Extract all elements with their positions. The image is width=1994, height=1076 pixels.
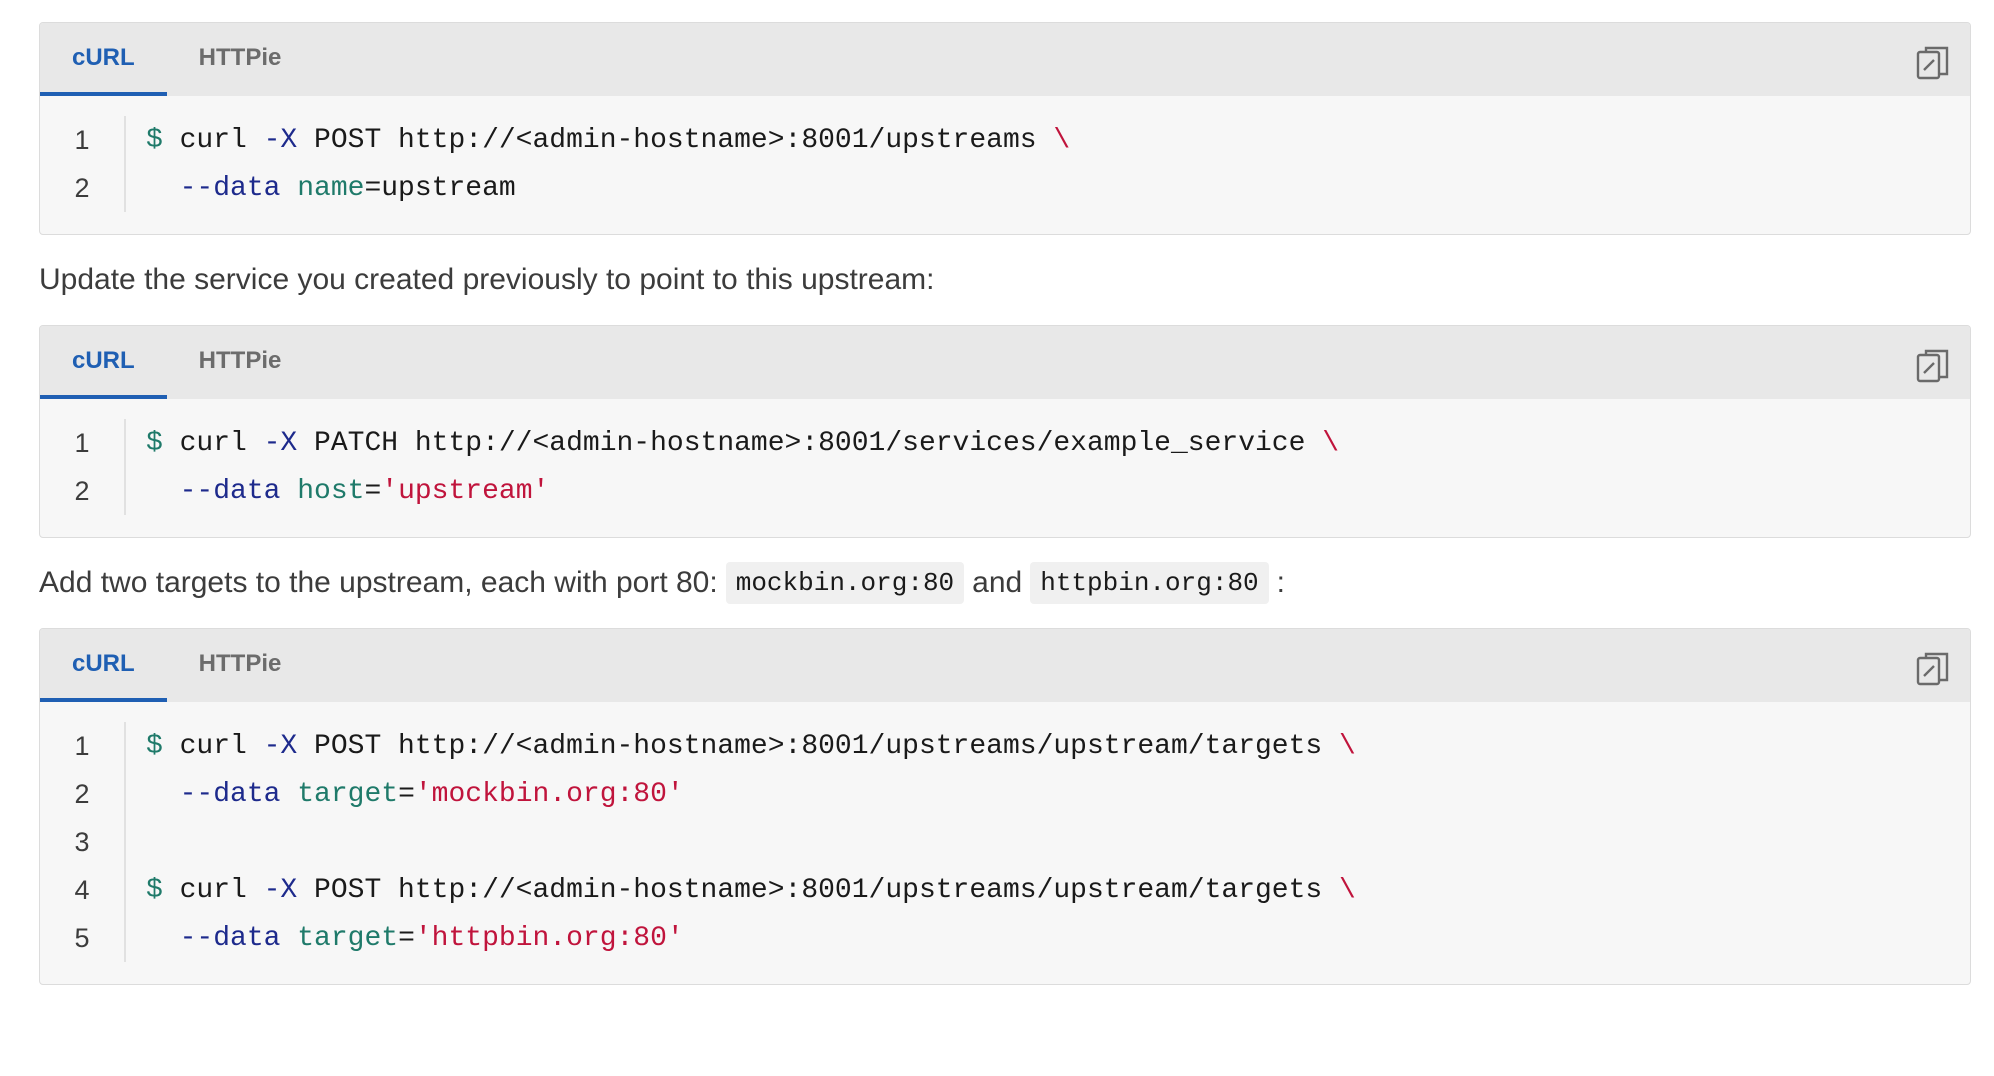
code-token-plain [146,476,180,507]
tab-curl[interactable]: cURL [40,23,167,96]
code-line: 1$ curl -X POST http://<admin-hostname>:… [40,722,1970,770]
code-text: $ curl -X PATCH http://<admin-hostname>:… [126,428,1339,459]
prose-text: : [1276,566,1285,599]
paragraph-add-targets: Add two targets to the upstream, each wi… [39,538,1971,628]
code-token-cont: \ [1322,427,1340,459]
code-token-plain: = [364,475,382,507]
code-line: 2 --data host='upstream' [40,467,1970,515]
code-token-plain: curl [179,874,264,906]
code-token-flag: -X [263,874,315,906]
tab-httpie[interactable]: HTTPie [198,346,282,374]
code-token-key: host [297,475,365,507]
code-text: --data name=upstream [126,173,516,204]
line-number: 2 [40,467,126,515]
code-token-plain: curl [179,730,264,762]
code-line: 2 --data target='mockbin.org:80' [40,770,1970,818]
code-line: 1$ curl -X PATCH http://<admin-hostname>… [40,419,1970,467]
code-token-flag: --data [179,922,298,954]
code-text: --data target='httpbin.org:80' [126,923,684,954]
code-token-flag: --data [179,778,298,810]
code-token-plain: POST http://<admin-hostname>:8001/upstre… [314,730,1340,762]
code-tab-bar: cURL HTTPie [40,23,1970,96]
code-token-cont: \ [1339,874,1356,906]
code-token-key: target [297,922,399,954]
code-block-add-targets: cURL HTTPie 1$ curl -X POST http://<admi… [39,628,1971,985]
tab-httpie[interactable]: HTTPie [198,43,282,71]
copy-icon [1916,46,1949,80]
code-token-flag: -X [263,427,315,459]
code-body: 1$ curl -X POST http://<admin-hostname>:… [40,96,1970,234]
code-token-prompt: $ [146,124,180,156]
code-token-str: 'httpbin.org:80' [414,922,684,954]
code-token-prompt: $ [146,874,180,906]
line-number: 1 [40,722,126,770]
code-text: $ curl -X POST http://<admin-hostname>:8… [126,731,1356,762]
code-line: 3 [40,818,1970,866]
code-text: --data target='mockbin.org:80' [126,779,684,810]
code-token-flag: -X [263,124,315,156]
code-token-prompt: $ [146,730,180,762]
code-token-flag: -X [263,730,315,762]
code-block-create-upstream: cURL HTTPie 1$ curl -X POST http://<admi… [39,22,1971,235]
tab-curl[interactable]: cURL [40,629,167,702]
line-number: 2 [40,164,126,212]
code-token-plain: POST http://<admin-hostname>:8001/upstre… [314,124,1054,156]
code-token-plain: = [398,922,415,954]
copy-icon [1916,652,1949,686]
code-token-plain [146,779,180,810]
code-token-plain [146,923,180,954]
code-token-plain: =upstream [364,172,516,204]
code-token-prompt: $ [146,427,180,459]
code-text: $ curl -X POST http://<admin-hostname>:8… [126,875,1356,906]
code-token-plain: = [398,778,415,810]
code-text: $ curl -X POST http://<admin-hostname>:8… [126,125,1070,156]
code-line: 2 --data name=upstream [40,164,1970,212]
code-line: 4$ curl -X POST http://<admin-hostname>:… [40,866,1970,914]
line-number: 1 [40,419,126,467]
code-line: 1$ curl -X POST http://<admin-hostname>:… [40,116,1970,164]
code-tab-bar: cURL HTTPie [40,326,1970,399]
code-token-key: target [297,778,399,810]
line-number: 2 [40,770,126,818]
line-number: 3 [40,818,126,866]
code-token-flag: --data [179,172,298,204]
code-token-plain: curl [179,427,264,459]
copy-button[interactable] [1914,346,1954,386]
prose-text: and [972,566,1023,599]
code-text: --data host='upstream' [126,475,550,507]
tab-httpie[interactable]: HTTPie [198,649,282,677]
tab-curl[interactable]: cURL [40,326,167,399]
code-token-plain: curl [179,124,264,156]
paragraph-update-service: Update the service you created previousl… [39,263,935,296]
code-token-str: 'mockbin.org:80' [414,778,684,810]
docs-content: cURL HTTPie 1$ curl -X POST http://<admi… [39,22,1971,985]
line-number: 1 [40,116,126,164]
prose-text: Add two targets to the upstream, each wi… [39,566,718,599]
line-number: 5 [40,914,126,962]
code-line: 5 --data target='httpbin.org:80' [40,914,1970,962]
code-tab-bar: cURL HTTPie [40,629,1970,702]
code-block-update-service: cURL HTTPie 1$ curl -X PATCH http://<adm… [39,325,1971,538]
code-token-cont: \ [1053,124,1071,156]
code-body: 1$ curl -X POST http://<admin-hostname>:… [40,702,1970,984]
code-token-key: name [297,172,365,204]
code-token-plain: PATCH http://<admin-hostname>:8001/servi… [314,427,1323,459]
code-token-str: 'upstream' [381,475,550,507]
code-token-plain: POST http://<admin-hostname>:8001/upstre… [314,874,1340,906]
code-token-plain [146,173,180,204]
code-token-cont: \ [1339,730,1356,762]
copy-icon [1916,349,1949,383]
inline-code-mockbin: mockbin.org:80 [725,562,965,604]
inline-code-httpbin: httpbin.org:80 [1030,562,1269,604]
code-token-flag: --data [179,475,298,507]
line-number: 4 [40,866,126,914]
copy-button[interactable] [1914,43,1954,83]
copy-button[interactable] [1914,649,1954,689]
code-body: 1$ curl -X PATCH http://<admin-hostname>… [40,399,1970,537]
